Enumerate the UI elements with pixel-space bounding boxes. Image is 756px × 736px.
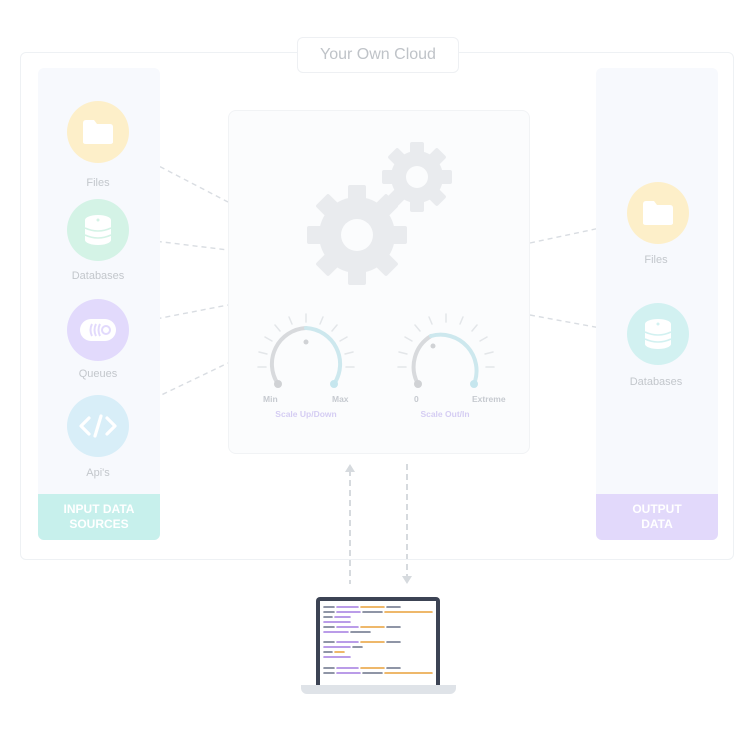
code-lines-icon [323, 606, 433, 674]
laptop-base [301, 685, 456, 694]
output-label-databases: Databases [629, 376, 683, 388]
knob2-title: Scale Out/In [420, 409, 470, 419]
folder-icon [627, 182, 689, 244]
input-node-files [67, 101, 129, 163]
input-label-apis: Api's [86, 467, 110, 479]
knob1-title: Scale Up/Down [275, 409, 337, 419]
scale-out-in-knob[interactable] [391, 306, 501, 396]
output-node-databases [627, 303, 689, 365]
database-icon [627, 303, 689, 365]
code-icon [67, 395, 129, 457]
upload-arrow-icon [345, 464, 355, 472]
processing-engine-panel: Min Max Scale Up/Down 0 Extreme Scale Ou… [228, 110, 530, 454]
input-node-queues [67, 299, 129, 361]
database-icon [67, 199, 129, 261]
knob2-max-label: Extreme [472, 394, 506, 404]
input-panel-footer: INPUT DATA SOURCES [38, 494, 160, 540]
input-node-apis [67, 395, 129, 457]
line-queues [129, 304, 229, 325]
folder-icon [67, 101, 129, 163]
diagram-title: Your Own Cloud [297, 37, 459, 73]
knob1-min-label: Min [263, 394, 278, 404]
input-node-databases [67, 199, 129, 261]
output-node-files [627, 182, 689, 244]
output-label-files: Files [644, 254, 668, 266]
input-label-queues: Queues [78, 368, 118, 380]
input-label-databases: Databases [71, 270, 125, 282]
input-label-files: Files [86, 177, 110, 189]
output-panel-footer: OUTPUT DATA [596, 494, 718, 540]
knob1-max-label: Max [332, 394, 349, 404]
code-editor [320, 601, 436, 687]
laptop-screen [316, 597, 440, 687]
download-arrow-icon [402, 576, 412, 584]
gears-icon [307, 142, 452, 285]
line-databases [129, 237, 229, 251]
queue-icon [67, 299, 129, 361]
knob2-min-label: 0 [414, 394, 419, 404]
scale-up-down-knob[interactable] [251, 306, 361, 396]
